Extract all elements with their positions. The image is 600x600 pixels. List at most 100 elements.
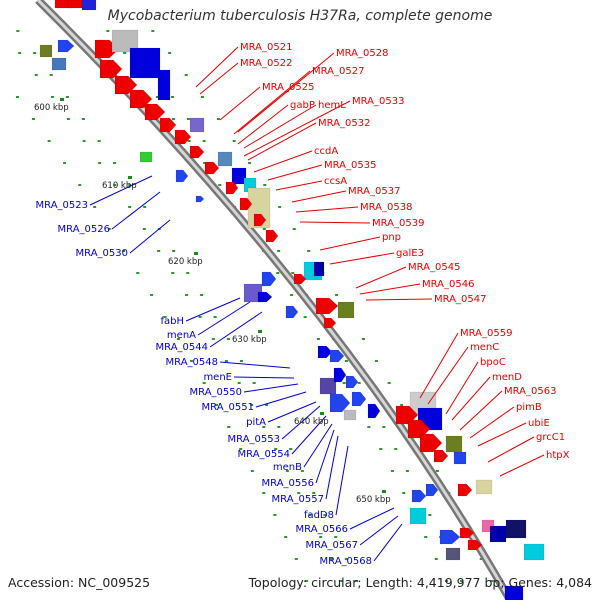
track-dot bbox=[248, 162, 252, 164]
forward-gene-label[interactable]: MRA_0546 bbox=[422, 279, 474, 290]
reverse-gene-label[interactable]: menE bbox=[203, 372, 232, 383]
forward-gene-label[interactable]: MRA_0522 bbox=[240, 58, 292, 69]
leader-line bbox=[291, 190, 347, 203]
forward-gene-label[interactable]: MRA_0539 bbox=[372, 218, 424, 229]
gene-feature bbox=[329, 349, 345, 363]
reverse-gene-label[interactable]: MRA_0526 bbox=[58, 224, 110, 235]
gene-feature bbox=[129, 47, 161, 79]
reverse-gene-label[interactable]: MRA_0567 bbox=[306, 540, 358, 551]
reverse-gene-label[interactable]: MRA_0548 bbox=[166, 357, 218, 368]
forward-gene-label[interactable]: MRA_0535 bbox=[324, 160, 376, 171]
forward-gene-label[interactable]: MRA_0533 bbox=[352, 96, 404, 107]
reverse-gene-label[interactable]: MRA_0551 bbox=[202, 402, 254, 413]
track-dot bbox=[211, 338, 215, 340]
track-dot bbox=[435, 470, 439, 472]
reverse-gene-label[interactable]: MRA_0554 bbox=[238, 449, 290, 460]
leader-line bbox=[243, 100, 351, 157]
forward-gene-label[interactable]: MRA_0528 bbox=[336, 48, 388, 59]
forward-gene-label[interactable]: MRA_0521 bbox=[240, 42, 292, 53]
reverse-gene-label[interactable]: MRA_0553 bbox=[228, 434, 280, 445]
forward-gene-label[interactable]: menD bbox=[492, 372, 522, 383]
gene-feature bbox=[239, 197, 253, 211]
reverse-gene-label[interactable]: MRA_0557 bbox=[272, 494, 324, 505]
forward-gene-label[interactable]: gabP bbox=[290, 100, 315, 111]
track-dot bbox=[49, 74, 53, 76]
forward-gene-label[interactable]: MRA_0527 bbox=[312, 66, 364, 77]
reverse-gene-label[interactable]: MRA_0530 bbox=[76, 248, 128, 259]
track-dot bbox=[50, 96, 54, 98]
forward-gene-label[interactable]: menC bbox=[470, 342, 499, 353]
forward-gene-label[interactable]: hemL bbox=[318, 100, 346, 111]
track-dot bbox=[277, 250, 281, 252]
reverse-gene-label[interactable]: MRA_0556 bbox=[262, 478, 314, 489]
track-dot bbox=[357, 382, 361, 384]
reverse-gene-label[interactable]: MRA_0523 bbox=[36, 200, 88, 211]
gene-feature bbox=[51, 57, 67, 71]
forward-gene-label[interactable]: htpX bbox=[546, 450, 570, 461]
reverse-gene-label[interactable]: MRA_0568 bbox=[320, 556, 372, 567]
gene-features bbox=[39, 0, 545, 600]
track-dot bbox=[227, 426, 231, 428]
track-dot bbox=[265, 404, 269, 406]
gene-feature bbox=[433, 449, 449, 463]
track-dot bbox=[285, 470, 289, 472]
gene-feature bbox=[367, 403, 381, 419]
track-dot bbox=[400, 404, 404, 406]
track-dot bbox=[202, 140, 206, 142]
track-dot bbox=[151, 30, 155, 32]
forward-gene-label[interactable]: bpoC bbox=[480, 357, 506, 368]
forward-gene-label[interactable]: pimB bbox=[516, 402, 542, 413]
position-tick-mark bbox=[194, 252, 198, 255]
forward-gene-label[interactable]: MRA_0537 bbox=[348, 186, 400, 197]
genome-summary-text: Topology: circular; Length: 4,419,977 bp… bbox=[248, 575, 592, 590]
track-dot bbox=[300, 470, 304, 472]
track-dot bbox=[294, 558, 298, 560]
gene-feature bbox=[467, 539, 483, 551]
gene-feature bbox=[157, 69, 171, 101]
reverse-gene-label[interactable]: MRA_0544 bbox=[156, 342, 208, 353]
reverse-gene-label[interactable]: fabH bbox=[160, 316, 184, 327]
forward-gene-label[interactable]: MRA_0559 bbox=[460, 328, 512, 339]
forward-gene-label[interactable]: pnp bbox=[382, 232, 401, 243]
track-dot bbox=[215, 404, 219, 406]
forward-gene-label[interactable]: MRA_0532 bbox=[318, 118, 370, 129]
track-dot bbox=[15, 96, 19, 98]
reverse-gene-label[interactable]: menA bbox=[167, 330, 196, 341]
reverse-gene-label[interactable]: MRA_0566 bbox=[296, 524, 348, 535]
leader-line bbox=[477, 422, 527, 447]
track-dot bbox=[98, 162, 102, 164]
leader-line bbox=[419, 332, 459, 399]
forward-gene-label[interactable]: MRA_0563 bbox=[504, 386, 556, 397]
reverse-gene-label[interactable]: pitA bbox=[246, 417, 266, 428]
track-dot bbox=[344, 360, 348, 362]
forward-gene-label[interactable]: ccsA bbox=[324, 176, 347, 187]
reverse-gene-label[interactable]: menB bbox=[273, 462, 302, 473]
gene-feature bbox=[129, 89, 153, 109]
leader-line bbox=[291, 415, 327, 455]
gene-feature bbox=[261, 271, 277, 287]
track-dot bbox=[65, 96, 69, 98]
forward-gene-label[interactable]: MRA_0547 bbox=[434, 294, 486, 305]
track-dot bbox=[387, 382, 391, 384]
forward-gene-label[interactable]: ccdA bbox=[314, 146, 338, 157]
forward-gene-label[interactable]: MRA_0545 bbox=[408, 262, 460, 273]
gene-feature bbox=[57, 39, 75, 53]
leader-line bbox=[335, 445, 349, 516]
forward-gene-label[interactable]: MRA_0525 bbox=[262, 82, 314, 93]
leader-line bbox=[427, 346, 469, 405]
position-tick-label: 630 kbp bbox=[232, 335, 267, 345]
forward-gene-label[interactable]: ubiE bbox=[528, 418, 550, 429]
track-dot bbox=[274, 448, 278, 450]
track-dot bbox=[224, 360, 228, 362]
forward-gene-label[interactable]: grcC1 bbox=[536, 432, 565, 443]
leader-line bbox=[197, 301, 251, 336]
leader-line bbox=[275, 180, 323, 191]
leader-line bbox=[233, 376, 295, 379]
reverse-gene-label[interactable]: fadD8 bbox=[304, 510, 334, 521]
forward-gene-label[interactable]: MRA_0538 bbox=[360, 202, 412, 213]
track-dot bbox=[382, 426, 386, 428]
reverse-gene-label[interactable]: MRA_0550 bbox=[190, 387, 242, 398]
track-dot bbox=[273, 514, 277, 516]
forward-gene-label[interactable]: galE3 bbox=[396, 248, 424, 259]
